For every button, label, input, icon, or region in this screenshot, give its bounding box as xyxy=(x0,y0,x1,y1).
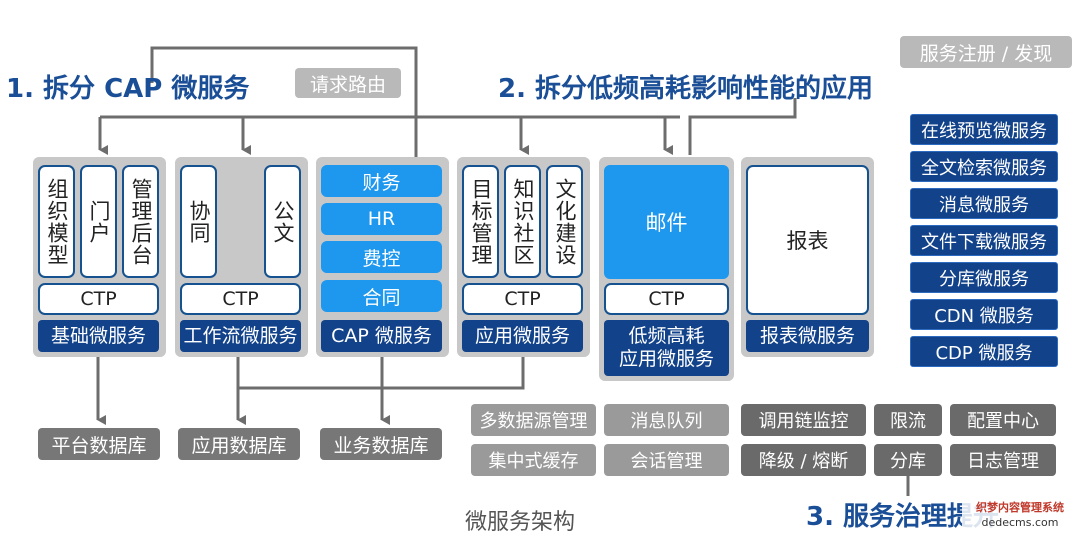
org-model-card: 组织模型 xyxy=(38,165,75,278)
basic-microservice-group: 组织模型 门户 管理后台 CTP 基础微服务 xyxy=(33,157,166,357)
session-management-box: 会话管理 xyxy=(604,444,729,476)
side-service-file-download: 文件下载微服务 xyxy=(910,225,1058,256)
app-microservice-label: 应用微服务 xyxy=(462,320,583,352)
heading-split-lowfreq: 2. 拆分低频高耗影响性能的应用 xyxy=(498,74,874,104)
diagram-caption: 微服务架构 xyxy=(465,510,576,535)
sharding-box: 分库 xyxy=(874,444,942,476)
app-microservice-group: 目标管理 知识社区 文化建设 CTP 应用微服务 xyxy=(457,157,590,357)
watermark-line1: 织梦内容管理系统 xyxy=(976,501,1064,514)
hr-item: HR xyxy=(321,203,442,235)
culture-building-card: 文化建设 xyxy=(546,165,583,278)
heading-split-cap: 1. 拆分 CAP 微服务 xyxy=(6,74,250,104)
finance-item: 财务 xyxy=(321,165,442,197)
watermark-line2: dedecms.com xyxy=(981,516,1059,529)
ctp-box: CTP xyxy=(180,283,301,315)
platform-database: 平台数据库 xyxy=(38,428,160,460)
cap-microservice-group: 财务 HR 费控 合同 CAP 微服务 xyxy=(316,157,449,357)
side-service-cdp: CDP 微服务 xyxy=(910,336,1058,367)
portal-card: 门户 xyxy=(80,165,117,278)
trace-monitor-box: 调用链监控 xyxy=(741,404,866,436)
lowfreq-microservice-label: 低频高耗 应用微服务 xyxy=(604,320,729,376)
report-microservice-group: 报表 报表微服务 xyxy=(741,157,874,357)
lowfreq-label-line2: 应用微服务 xyxy=(618,348,714,370)
lowfreq-label-line1: 低频高耗 xyxy=(628,325,705,348)
watermark: 织梦内容管理系统 dedecms.com xyxy=(962,500,1078,534)
workflow-microservice-label: 工作流微服务 xyxy=(180,320,301,352)
service-registry-label: 服务注册 / 发现 xyxy=(900,36,1072,68)
config-center-box: 配置中心 xyxy=(950,404,1056,436)
side-service-sharding: 分库微服务 xyxy=(910,262,1058,293)
business-database: 业务数据库 xyxy=(320,428,442,460)
rate-limit-box: 限流 xyxy=(874,404,942,436)
side-service-cdn: CDN 微服务 xyxy=(910,299,1058,330)
document-card: 公文 xyxy=(264,165,301,278)
multi-datasource-box: 多数据源管理 xyxy=(471,404,596,436)
app-database: 应用数据库 xyxy=(178,428,300,460)
workflow-microservice-group: 协同 公文 CTP 工作流微服务 xyxy=(175,157,308,357)
side-service-message: 消息微服务 xyxy=(910,188,1058,219)
admin-card: 管理后台 xyxy=(122,165,159,278)
mail-card: 邮件 xyxy=(604,165,729,279)
report-card: 报表 xyxy=(746,165,869,315)
side-service-fulltext-search: 全文检索微服务 xyxy=(910,151,1058,182)
expense-control-item: 费控 xyxy=(321,241,442,273)
circuit-breaker-box: 降级 / 熔断 xyxy=(741,444,866,476)
contract-item: 合同 xyxy=(321,280,442,312)
request-routing-label: 请求路由 xyxy=(295,68,401,98)
ctp-box: CTP xyxy=(38,283,159,315)
lowfreq-microservice-group: 邮件 CTP 低频高耗 应用微服务 xyxy=(599,157,734,381)
report-microservice-label: 报表微服务 xyxy=(746,320,869,352)
log-management-box: 日志管理 xyxy=(950,444,1056,476)
collaboration-card: 协同 xyxy=(180,165,217,278)
ctp-box: CTP xyxy=(604,283,729,315)
ctp-box: CTP xyxy=(462,283,583,315)
knowledge-community-card: 知识社区 xyxy=(504,165,541,278)
goal-management-card: 目标管理 xyxy=(462,165,499,278)
message-queue-box: 消息队列 xyxy=(604,404,729,436)
side-service-online-preview: 在线预览微服务 xyxy=(910,114,1058,145)
cap-microservice-label: CAP 微服务 xyxy=(321,320,442,352)
basic-microservice-label: 基础微服务 xyxy=(38,320,159,352)
centralized-cache-box: 集中式缓存 xyxy=(471,444,596,476)
